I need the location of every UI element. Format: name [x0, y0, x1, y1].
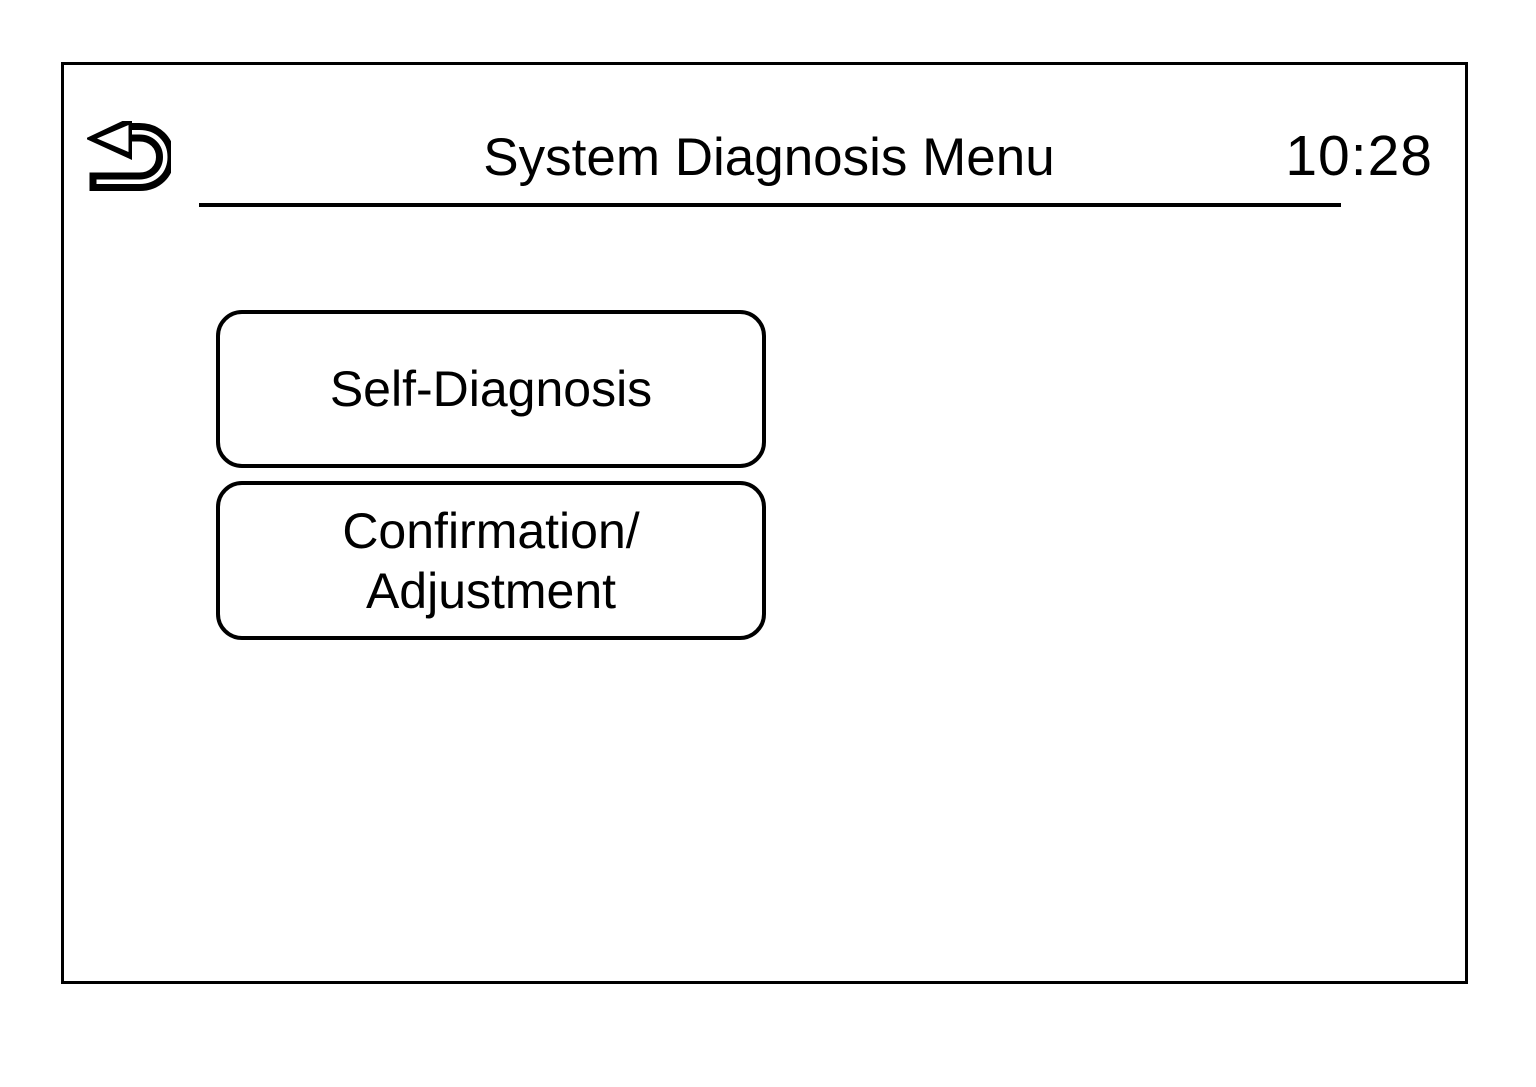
back-u-turn-arrow-icon[interactable]	[87, 121, 171, 195]
header-bar: System Diagnosis Menu 10:28	[64, 65, 1465, 215]
confirmation-adjustment-button[interactable]: Confirmation/ Adjustment	[216, 481, 766, 640]
self-diagnosis-button[interactable]: Self-Diagnosis	[216, 310, 766, 468]
header-divider	[199, 203, 1341, 207]
page-title: System Diagnosis Menu	[483, 128, 1055, 187]
confirmation-adjustment-button-label: Confirmation/ Adjustment	[342, 502, 640, 619]
clock-display: 10:28	[1285, 124, 1433, 188]
self-diagnosis-button-label: Self-Diagnosis	[329, 361, 653, 417]
screen-frame: System Diagnosis Menu 10:28 Self-Diagnos…	[61, 62, 1468, 984]
menu-content-area: Self-Diagnosis Confirmation/ Adjustment	[64, 215, 1465, 981]
